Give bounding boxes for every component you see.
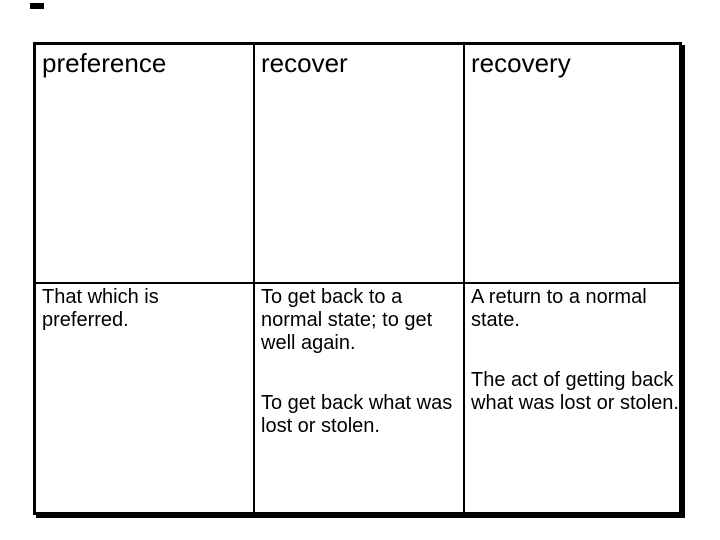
definition-paragraph: A return to a normal state. [471,286,647,331]
definition-cell-recover: To get back to a normal state; to get we… [253,282,463,512]
definition-cell-preference: That which is preferred. [36,282,253,512]
word-cell-preference: preference [36,45,253,282]
definition-paragraph: The act of getting back what was lost or… [471,369,679,414]
word-label-recover: recover [261,48,348,78]
definition-paragraph: That which is preferred. [42,286,159,331]
definition-cell-recovery: A return to a normal state. The act of g… [463,282,679,512]
word-cell-recovery: recovery [463,45,679,282]
word-label-recovery: recovery [471,48,571,78]
vocabulary-table: preference recover recovery That which i… [33,42,682,515]
definition-paragraph: To get back to a normal state; to get we… [261,286,433,354]
corner-mark [30,3,44,9]
definition-paragraph: To get back what was lost or stolen. [261,392,453,437]
word-label-preference: preference [42,48,167,78]
word-cell-recover: recover [253,45,463,282]
